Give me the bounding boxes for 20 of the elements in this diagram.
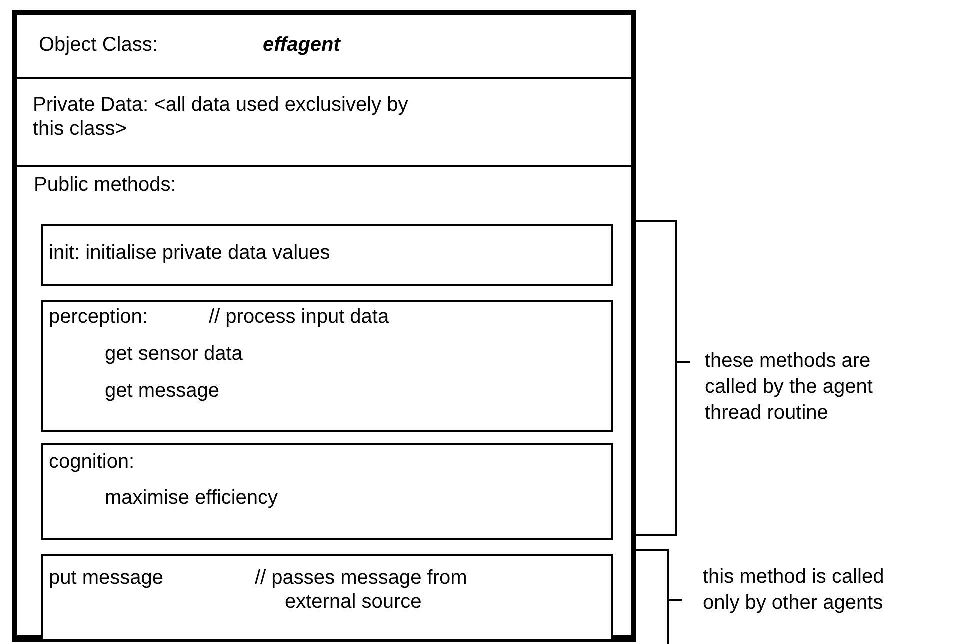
- method-text: cognition:: [49, 450, 136, 474]
- method-text: // passes message from external source: [255, 566, 468, 614]
- method-text: effagent: [263, 33, 342, 57]
- method-text: perception:: [49, 305, 149, 329]
- method-box: [41, 224, 613, 286]
- method-text: get sensor data: [105, 342, 244, 366]
- method-box: [41, 554, 613, 641]
- method-text: Object Class:: [39, 33, 159, 57]
- annotation-text: this method is called only by other agents: [703, 565, 886, 616]
- method-text: init: initialise private data values: [49, 241, 332, 265]
- method-text: Public methods:: [34, 173, 178, 197]
- method-text: Private Data: <all data used exclusively by this class>: [33, 93, 410, 141]
- method-text: maximise efficiency: [105, 486, 280, 510]
- method-text: get message: [105, 379, 221, 403]
- method-text: put message: [49, 566, 165, 590]
- method-text: // process input data: [209, 305, 390, 329]
- method-box: [41, 443, 613, 540]
- class-box: [12, 10, 636, 642]
- annotation-text: these methods are called by the agent thread routine: [705, 349, 874, 426]
- method-box: [41, 300, 613, 432]
